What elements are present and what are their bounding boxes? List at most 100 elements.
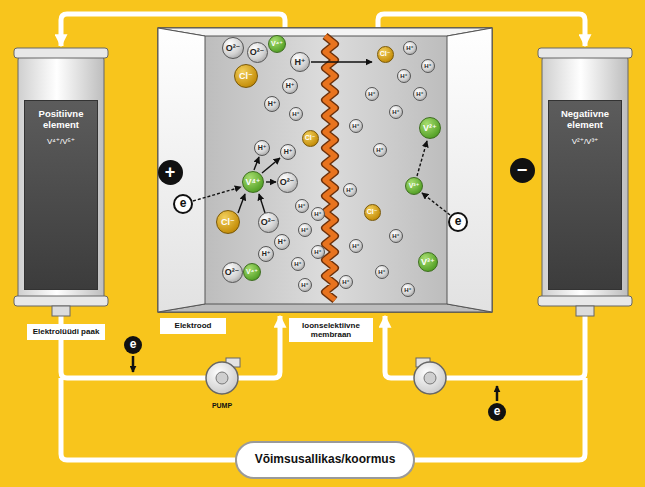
ion-particle: V⁴⁺ <box>242 171 264 193</box>
cell-top-face <box>158 28 492 36</box>
reaction-arrow <box>238 194 245 213</box>
reaction-arrow <box>262 158 280 173</box>
ion-formula: H⁺ <box>352 123 360 130</box>
power-wire <box>61 378 235 460</box>
ion-formula: H⁺ <box>301 227 309 234</box>
ion-particle: H⁺ <box>264 96 280 112</box>
ion-formula: H⁺ <box>268 100 277 108</box>
electrolyte-label-panel: Negatiivne elementV²⁺/V³⁺ <box>548 100 622 290</box>
ion-formula: Cl⁻ <box>239 71 253 81</box>
ion-particle: H⁺ <box>389 229 403 243</box>
ion-particle: H⁺ <box>291 257 305 271</box>
ion-formula: H⁺ <box>352 243 360 250</box>
electron-flow-arrow <box>496 386 499 401</box>
ion-particle: H⁺ <box>403 41 417 55</box>
cell-electrolyte <box>205 36 447 304</box>
ion-formula: H⁺ <box>404 287 412 294</box>
ion-formula: Cl⁻ <box>367 208 378 216</box>
ion-formula: H⁺ <box>376 147 384 154</box>
callout-label: Elektrood <box>164 321 222 330</box>
ion-particle: H⁺ <box>290 52 310 72</box>
ion-formula: H⁺ <box>400 73 408 80</box>
ion-formula: Cl⁻ <box>380 50 391 58</box>
tank-label: V⁴⁺/V⁵⁺ <box>29 137 93 146</box>
electron-symbol: e <box>173 194 193 214</box>
ion-formula: H⁺ <box>262 250 271 258</box>
ion-selective-membrane <box>325 36 335 300</box>
ion-particle: V²⁺ <box>419 117 441 139</box>
ion-particle: H⁺ <box>280 144 296 160</box>
reaction-arrow <box>259 194 265 213</box>
electron-label: e <box>455 215 462 229</box>
cell-stack <box>158 28 492 312</box>
ion-particle: H⁺ <box>365 87 379 101</box>
ion-formula: V³⁺ <box>409 182 420 190</box>
electron-label: e <box>180 197 187 211</box>
membrane-outline <box>325 36 335 300</box>
electron-label: e <box>494 405 501 419</box>
tank-label: Negatiivne element <box>553 109 617 131</box>
ion-formula: H⁺ <box>406 45 414 52</box>
ion-particle: H⁺ <box>349 119 363 133</box>
ion-particle: H⁺ <box>295 199 309 213</box>
ion-formula: H⁺ <box>392 233 400 240</box>
ion-formula: V⁴⁺ <box>245 177 260 187</box>
ion-formula: H⁺ <box>284 148 293 156</box>
ion-formula: V³⁺ <box>421 257 435 267</box>
electrode-polarity-sign: − <box>510 158 535 183</box>
ion-particle: Cl⁻ <box>234 64 258 88</box>
ion-particle: H⁺ <box>349 239 363 253</box>
pump-symbol <box>414 358 446 394</box>
ion-formula: V⁴⁺ <box>246 268 258 276</box>
tank-body <box>18 54 104 302</box>
ion-formula: O²⁻ <box>226 43 241 53</box>
tank-cap <box>14 296 108 306</box>
ion-particle: Cl⁻ <box>364 204 381 221</box>
tank-valve <box>576 306 594 316</box>
tank-cap <box>14 48 108 58</box>
ion-formula: V²⁺ <box>423 123 437 133</box>
electron-arrow <box>422 193 450 215</box>
ion-formula: H⁺ <box>378 269 386 276</box>
electrolyte-pipe <box>385 316 414 378</box>
ion-formula: H⁺ <box>314 249 322 256</box>
electrolyte-pipe <box>446 314 585 378</box>
power-source-label: Võimsusallikas/koormus <box>255 453 396 467</box>
cell-frame <box>158 28 492 312</box>
electrode-plate <box>447 28 492 312</box>
callout-label: Elektrolüüdi paak <box>31 327 101 336</box>
ion-particle: H⁺ <box>274 234 290 250</box>
electrolyte-pipe <box>238 316 280 378</box>
ion-particle: H⁺ <box>373 143 387 157</box>
callout-label-box: Elektrolüüdi paak <box>27 324 105 339</box>
ion-formula: H⁺ <box>258 144 267 152</box>
ion-formula: H⁺ <box>298 203 306 210</box>
ion-particle: H⁺ <box>375 265 389 279</box>
tank-label: Positiivne element <box>29 109 93 131</box>
electron-flow-arrow <box>132 356 135 372</box>
ion-particle: H⁺ <box>298 278 312 292</box>
power-source-box: Võimsusallikas/koormus <box>235 441 415 479</box>
tank-label: V²⁺/V³⁺ <box>553 137 617 146</box>
reaction-arrow <box>266 181 276 182</box>
ion-particle: H⁺ <box>254 140 270 156</box>
ion-formula: Cl⁻ <box>305 134 316 142</box>
ion-particle: H⁺ <box>421 59 435 73</box>
ion-formula: H⁺ <box>286 82 295 90</box>
electron-symbol: e <box>488 403 506 421</box>
ion-formula: O²⁻ <box>280 177 295 187</box>
pump-hub <box>424 372 436 384</box>
electrolyte-label-panel: Positiivne elementV⁴⁺/V⁵⁺ <box>24 100 98 290</box>
ion-particle: V³⁺ <box>405 177 423 195</box>
ion-formula: H⁺ <box>368 91 376 98</box>
ion-particle: H⁺ <box>258 246 274 262</box>
ion-particle: Cl⁻ <box>302 130 319 147</box>
ion-particle: O²⁻ <box>258 212 279 233</box>
pump-hub <box>216 372 228 384</box>
ion-formula: H⁺ <box>314 211 322 218</box>
proton-transfer-arrow <box>311 61 372 62</box>
ion-formula: H⁺ <box>292 111 300 118</box>
ion-particle: H⁺ <box>311 245 325 259</box>
ion-particle: H⁺ <box>343 183 357 197</box>
ion-particle: H⁺ <box>311 207 325 221</box>
